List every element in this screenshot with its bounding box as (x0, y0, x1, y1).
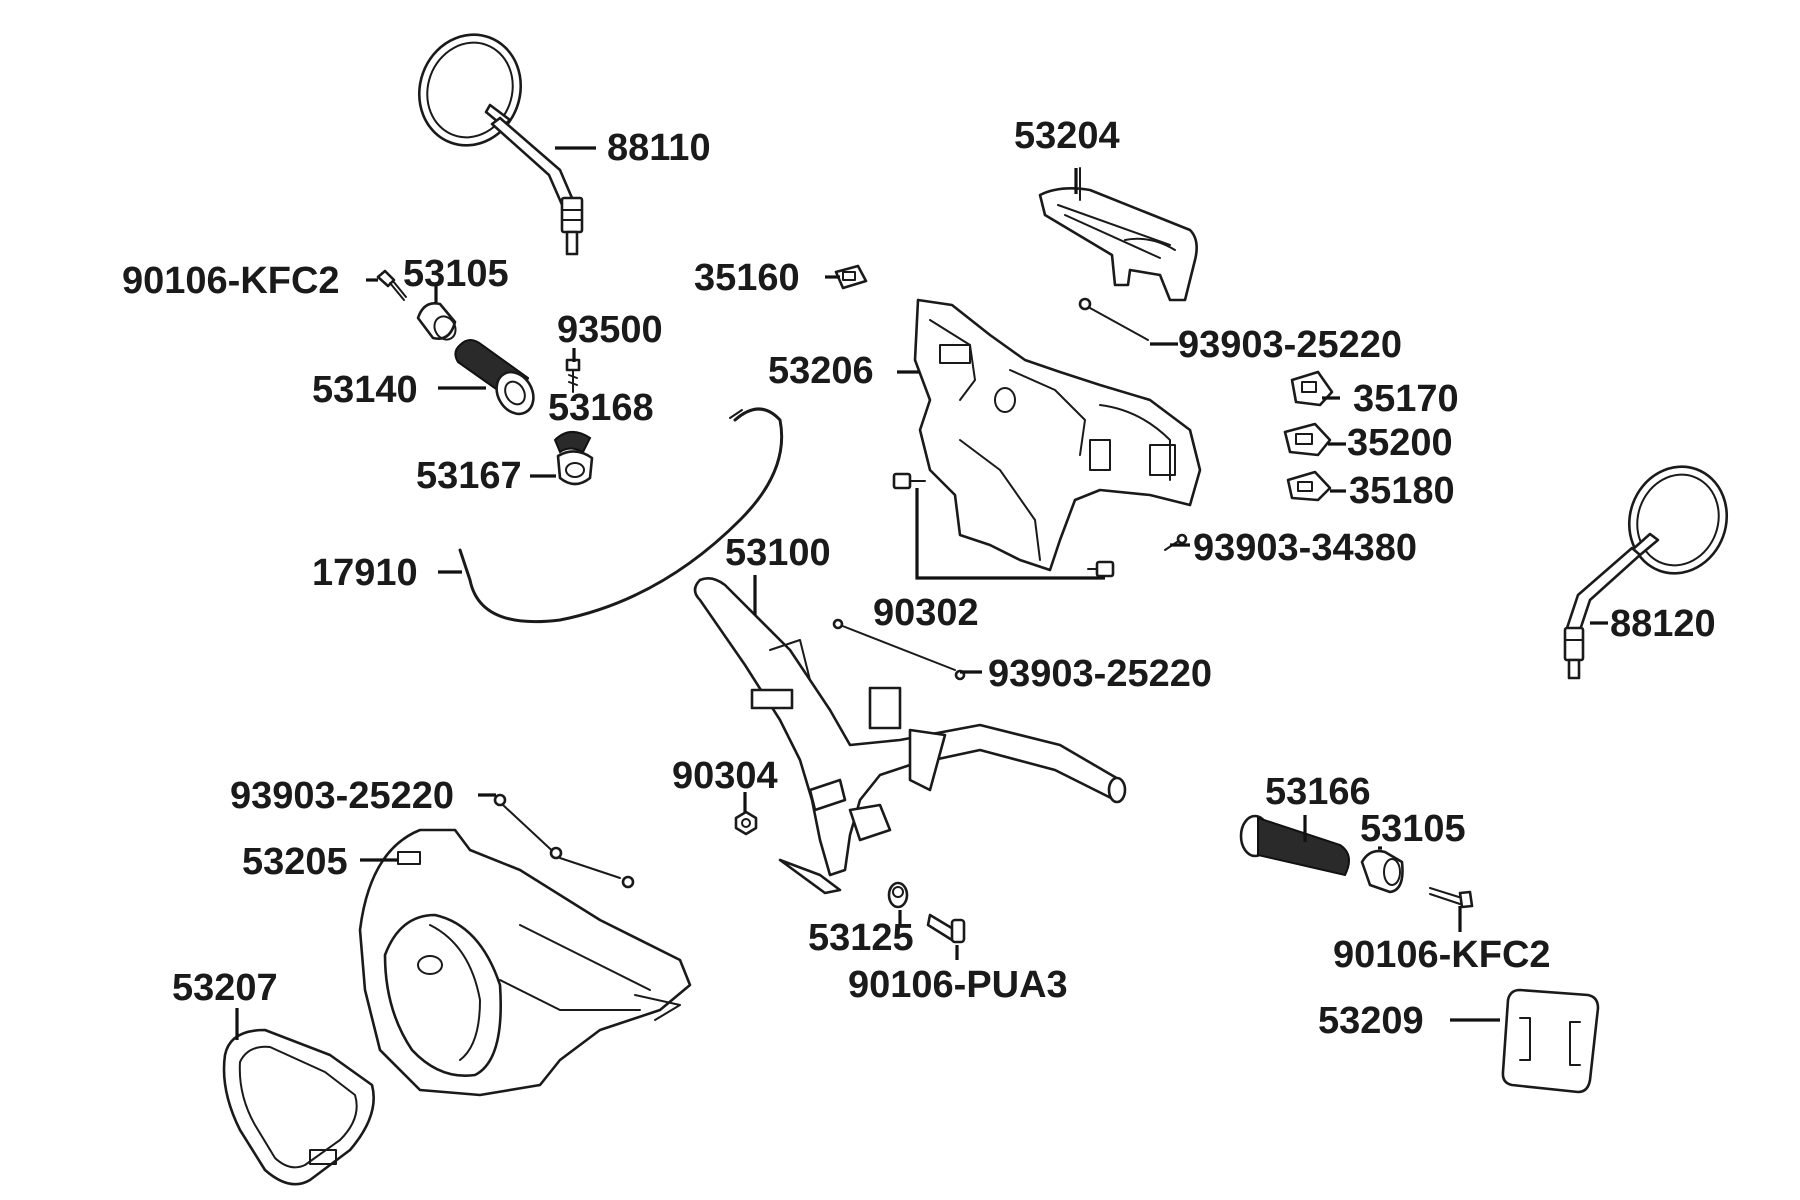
label-35160: 35160 (694, 257, 800, 299)
right-grip (1239, 814, 1350, 877)
label-53105-left: 53105 (403, 253, 509, 295)
part-labels: 88110 90106-KFC2 53105 35160 53204 93500… (122, 115, 1716, 1042)
label-93500: 93500 (557, 309, 663, 351)
plate-53209 (1501, 988, 1600, 1094)
upper-cover-53204 (1038, 167, 1198, 302)
label-53168: 53168 (548, 387, 654, 429)
screw-93903-34380 (1164, 533, 1188, 551)
label-53125: 53125 (808, 917, 914, 959)
label-93903-25220-mid: 93903-25220 (988, 653, 1212, 695)
leader-lines (235, 146, 1608, 1040)
right-mirror (1563, 465, 1729, 680)
screw-mid (832, 618, 966, 681)
collar-53125 (887, 881, 909, 909)
label-53206: 53206 (768, 350, 874, 392)
label-90304: 90304 (672, 755, 778, 797)
switch-35170 (1290, 370, 1334, 407)
label-35170: 35170 (1353, 378, 1459, 420)
cable-17910 (458, 407, 784, 624)
label-90302: 90302 (873, 592, 979, 634)
label-53207: 53207 (172, 967, 278, 1009)
label-53140: 53140 (312, 369, 418, 411)
nut-90304 (734, 810, 758, 836)
bolt-90302 (892, 472, 1115, 578)
label-17910: 17910 (312, 552, 418, 594)
label-93903-34380: 93903-34380 (1193, 527, 1417, 569)
bar-end-weight-right (1360, 849, 1404, 894)
left-grip (454, 339, 535, 416)
switch-35160 (834, 264, 868, 290)
handlebar-53100 (693, 577, 1127, 895)
label-35200: 35200 (1347, 422, 1453, 464)
bar-end-weight-left (416, 302, 457, 341)
bolt-right (1429, 887, 1474, 909)
screw-lower (493, 793, 635, 889)
label-53105-right: 53105 (1360, 808, 1466, 850)
label-53167: 53167 (416, 455, 522, 497)
label-90106-kfc2-left: 90106-KFC2 (122, 260, 340, 302)
label-93903-25220-upper: 93903-25220 (1178, 324, 1402, 366)
headlight-lens-53207 (222, 1028, 375, 1186)
switch-35180 (1286, 470, 1332, 502)
rear-cover-53206 (913, 298, 1202, 572)
label-90106-kfc2-right: 90106-KFC2 (1333, 934, 1551, 976)
label-53204: 53204 (1014, 115, 1120, 157)
bolt-90106-PUA3 (926, 913, 966, 944)
label-53209: 53209 (1318, 1000, 1424, 1042)
label-53100: 53100 (725, 532, 831, 574)
label-88110: 88110 (607, 127, 711, 169)
front-cover-53205 (358, 828, 692, 1097)
screw-upper (1078, 297, 1149, 341)
switch-35200 (1283, 422, 1332, 457)
left-mirror (417, 33, 584, 256)
label-88120: 88120 (1610, 603, 1716, 645)
throttle-housing (553, 431, 594, 486)
bolt-left (376, 269, 407, 301)
label-53166: 53166 (1265, 771, 1371, 813)
label-93903-25220-lower: 93903-25220 (230, 775, 454, 817)
label-53205: 53205 (242, 841, 348, 883)
label-90106-pua3: 90106-PUA3 (848, 964, 1068, 1006)
label-35180: 35180 (1349, 470, 1455, 512)
